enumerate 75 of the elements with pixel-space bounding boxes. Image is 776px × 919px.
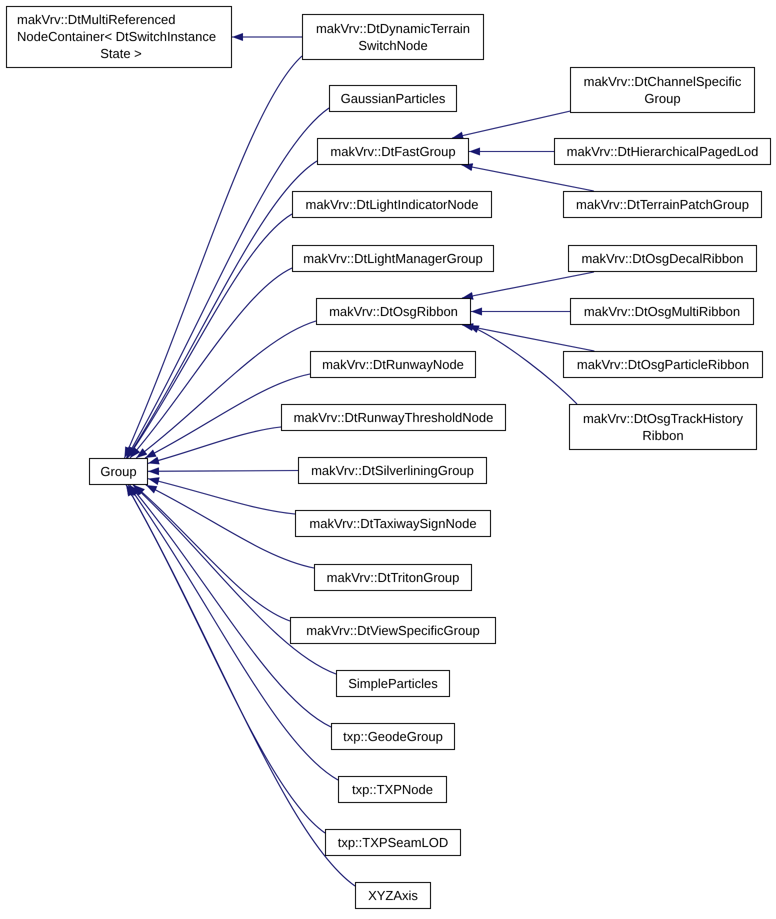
class-name: XYZAxis xyxy=(367,887,419,904)
class-name: Group xyxy=(99,463,138,480)
class-name: makVrv::DtHierarchicalPagedLod xyxy=(566,143,760,160)
inheritance-arrow xyxy=(128,484,338,780)
inheritance-arrow xyxy=(148,477,296,515)
inheritance-arrow xyxy=(146,484,314,569)
inheritance-arrow xyxy=(132,484,336,674)
class-name: makVrv::DtOsgParticleRibbon xyxy=(576,356,750,373)
class-box xyxy=(355,882,431,909)
class-name: makVrv::DtOsgRibbon xyxy=(328,303,459,320)
class-box xyxy=(338,776,447,803)
class-box xyxy=(563,191,762,218)
inheritance-arrow xyxy=(471,308,570,316)
class-name: makVrv::DtFastGroup xyxy=(329,143,457,160)
inheritance-arrow xyxy=(469,148,554,156)
class-name: makVrv::DtDynamicTerrain SwitchNode xyxy=(314,20,472,54)
class-name: txp::TXPSeamLOD xyxy=(336,834,450,851)
class-name: makVrv::DtSilverliningGroup xyxy=(310,462,475,479)
class-box xyxy=(570,67,755,113)
inheritance-arrow xyxy=(136,320,316,458)
class-box xyxy=(314,564,472,591)
inheritance-arrow xyxy=(232,33,302,41)
class-name: makVrv::DtOsgTrackHistory Ribbon xyxy=(582,410,744,444)
inheritance-arrow xyxy=(134,484,290,622)
class-box xyxy=(310,351,476,378)
class-box xyxy=(316,298,471,325)
class-box xyxy=(292,245,494,272)
inheritance-arrow xyxy=(144,373,310,458)
class-box xyxy=(325,829,461,856)
inheritance-arrow xyxy=(129,484,332,728)
class-box xyxy=(336,670,450,697)
inheritance-arrow xyxy=(126,484,356,886)
class-name: SimpleParticles xyxy=(347,675,439,692)
class-box xyxy=(89,458,148,485)
class-name: txp::GeodeGroup xyxy=(342,728,444,745)
inheritance-arrow xyxy=(462,323,594,352)
class-box xyxy=(292,191,492,218)
class-name: makVrv::DtRunwayThresholdNode xyxy=(292,409,494,426)
inheritance-arrow xyxy=(126,160,318,458)
class-box xyxy=(290,617,496,644)
class-box xyxy=(331,723,455,750)
class-name: makVrv::DtTaxiwaySignNode xyxy=(308,515,478,532)
class-box xyxy=(281,404,506,431)
class-box xyxy=(568,245,757,272)
class-name: makVrv::DtLightManagerGroup xyxy=(302,250,484,267)
class-box xyxy=(302,14,484,60)
class-name: makVrv::DtViewSpecificGroup xyxy=(305,622,481,639)
class-box xyxy=(569,404,757,450)
class-box xyxy=(317,138,469,165)
class-name: makVrv::DtLightIndicatorNode xyxy=(304,196,480,213)
class-name: makVrv::DtMultiReferenced NodeContainer< DtSwitchInstance State > xyxy=(16,11,218,62)
inheritance-arrow xyxy=(130,268,292,458)
class-name: makVrv::DtOsgDecalRibbon xyxy=(580,250,745,267)
inheritance-arrow xyxy=(126,108,330,458)
inheritance-arrow xyxy=(148,426,282,464)
class-box xyxy=(295,510,491,537)
inheritance-arrow xyxy=(462,271,594,300)
inheritance-arrow xyxy=(452,110,570,140)
class-name: makVrv::DtTritonGroup xyxy=(326,569,460,586)
inheritance-arrow xyxy=(148,467,298,476)
inheritance-arrow xyxy=(127,214,292,458)
class-name: makVrv::DtTerrainPatchGroup xyxy=(575,196,750,213)
class-box xyxy=(570,298,754,325)
class-name: makVrv::DtRunwayNode xyxy=(321,356,465,373)
class-name: makVrv::DtChannelSpecific Group xyxy=(582,73,742,107)
class-box xyxy=(298,457,487,484)
class-name: txp::TXPNode xyxy=(351,781,434,798)
class-name: makVrv::DtOsgMultiRibbon xyxy=(582,303,742,320)
class-name: GaussianParticles xyxy=(340,90,446,107)
inheritance-arrow xyxy=(124,56,302,458)
inheritance-arrow xyxy=(462,163,594,192)
class-box xyxy=(6,6,232,68)
class-box xyxy=(563,351,763,378)
class-box xyxy=(554,138,771,165)
class-box xyxy=(329,85,457,112)
